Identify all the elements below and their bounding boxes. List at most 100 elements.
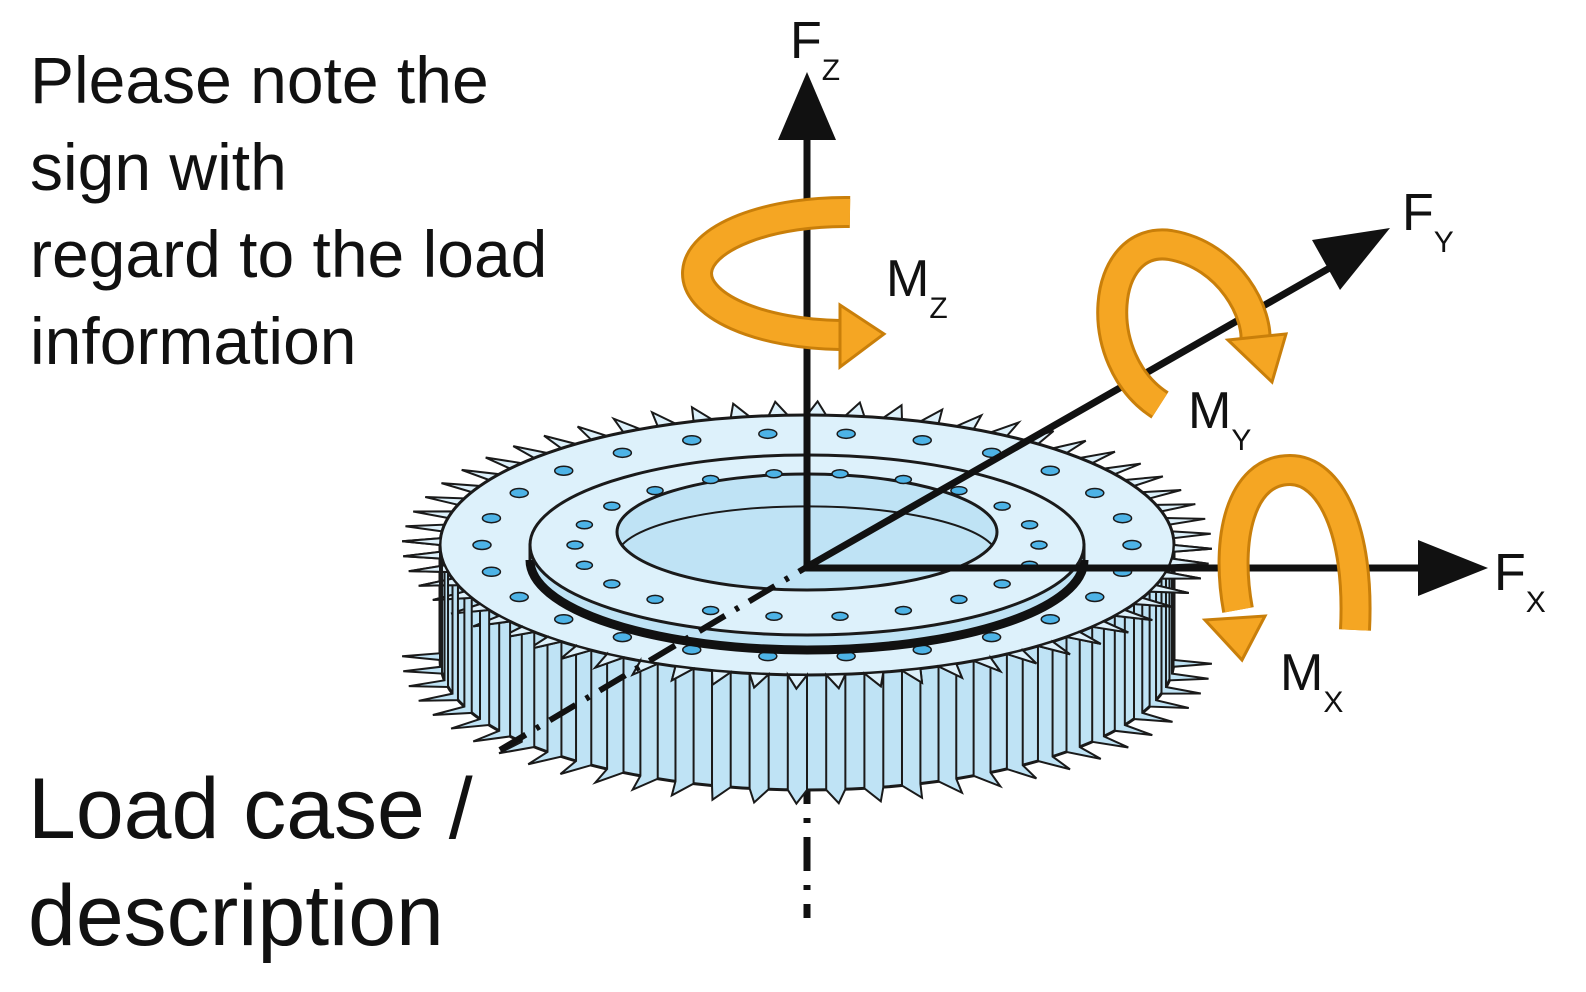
- gear-tooth: [1147, 583, 1190, 709]
- gear-tooth-top: [710, 669, 734, 687]
- load-case-line-1: Load case /: [28, 761, 473, 857]
- gear-tooth-top: [1159, 570, 1201, 580]
- bolt-hole: [566, 540, 584, 550]
- bolt-hole: [682, 435, 702, 446]
- gear-tooth-top: [970, 656, 1004, 674]
- gear-tooth: [898, 667, 924, 800]
- bolt-hole: [993, 579, 1011, 589]
- gear-tooth: [1172, 543, 1212, 668]
- load-case-line-2: description: [28, 868, 444, 964]
- inner-ring-bolt-holes: [566, 468, 1048, 622]
- bolt-hole: [1020, 519, 1039, 530]
- gear-tooth: [710, 669, 734, 802]
- gear-tooth-top: [403, 550, 444, 560]
- gear-tooth: [748, 672, 772, 805]
- gear-tooth-side: [786, 671, 808, 806]
- gear-tooth: [861, 671, 885, 804]
- gear-tooth-top: [1172, 543, 1212, 553]
- note-line-3: regard to the load: [30, 217, 547, 291]
- mz-label: MZ: [886, 250, 948, 325]
- gear-tooth: [527, 635, 566, 766]
- bolt-hole: [553, 614, 574, 625]
- fy-label: FY: [1402, 184, 1454, 259]
- gear-tooth: [1062, 630, 1102, 760]
- bolt-hole: [701, 474, 720, 485]
- bolt-hole: [509, 487, 529, 499]
- bolt-hole: [894, 474, 913, 485]
- fx-label: FX: [1494, 544, 1546, 619]
- bolt-hole: [481, 512, 502, 524]
- gear-tooth: [1164, 516, 1206, 526]
- gear-tooth-side: [748, 672, 770, 805]
- gear-tooth: [450, 602, 493, 730]
- gear-tooth-top: [1034, 640, 1071, 656]
- gear-tooth: [1131, 596, 1173, 723]
- mx-moment-arrow: [1201, 453, 1372, 663]
- mz-moment-arrow: [681, 195, 887, 370]
- bolt-hole: [1112, 512, 1133, 524]
- bolt-hole: [981, 631, 1002, 643]
- gear-tooth: [592, 651, 628, 785]
- gear-tooth: [413, 510, 455, 520]
- bolt-hole: [612, 447, 633, 459]
- gear-tooth: [767, 400, 791, 417]
- gear-tooth-top: [592, 652, 628, 670]
- gear-tooth-top: [408, 564, 450, 574]
- load-case-text: Load case / description: [28, 761, 477, 964]
- mx-label: MX: [1280, 644, 1343, 719]
- gear-tooth-top: [1003, 649, 1038, 665]
- bolt-hole: [575, 560, 594, 571]
- bolt-hole: [1085, 487, 1105, 499]
- gear-tooth-top: [748, 672, 772, 690]
- bolt-hole: [993, 501, 1011, 511]
- gear-tooth-top: [670, 665, 697, 683]
- gear-tooth: [823, 672, 847, 805]
- gear-tooth: [1159, 570, 1201, 695]
- gear-tooth: [1003, 647, 1038, 780]
- center-line-y-front: [498, 565, 807, 753]
- bolt-hole: [836, 428, 856, 440]
- bolt-hole: [612, 631, 633, 643]
- gear-tooth-side: [900, 668, 924, 800]
- gear-tooth-top: [935, 662, 964, 680]
- gear-tooth-top: [1088, 620, 1129, 634]
- note-line-4: information: [30, 304, 357, 378]
- gear-tooth: [1088, 619, 1129, 749]
- bolt-hole: [1040, 614, 1061, 625]
- my-moment-arrow: [1096, 228, 1289, 419]
- note-line-1: Please note the: [30, 43, 489, 117]
- bolt-hole: [603, 579, 621, 589]
- bolt-hole: [831, 468, 849, 479]
- bolt-hole: [575, 519, 594, 530]
- bolt-hole: [831, 611, 849, 622]
- gear-tooth: [1111, 608, 1153, 737]
- gear-tooth-top: [527, 635, 566, 651]
- gear-tooth: [402, 537, 442, 662]
- bolt-hole: [481, 566, 502, 578]
- gear-tooth-top: [1131, 596, 1173, 608]
- gear-tooth: [785, 671, 810, 806]
- note-text: Please note the sign with regard to the …: [30, 43, 552, 378]
- gear-tooth: [405, 523, 446, 533]
- fz-label: FZ: [790, 12, 840, 87]
- gear-teeth-front: [402, 537, 1212, 806]
- gear-tooth-top: [1170, 530, 1211, 540]
- gear-tooth: [1034, 639, 1071, 771]
- gear-tooth-side: [670, 666, 695, 798]
- fx-arrowhead: [1418, 540, 1488, 596]
- gear-tooth: [408, 564, 450, 689]
- bolt-hole: [765, 468, 783, 479]
- bolt-hole: [472, 539, 492, 551]
- bolt-hole: [1122, 539, 1142, 551]
- bolt-hole: [765, 611, 783, 622]
- bolt-hole: [646, 594, 664, 605]
- bolt-hole: [1040, 465, 1061, 476]
- inner-ring-shadow: [525, 559, 1089, 655]
- bolt-hole: [950, 485, 968, 496]
- gear-tooth-top: [898, 667, 924, 685]
- gear-tooth-top: [1111, 608, 1153, 622]
- gear-tooth-top: [1164, 516, 1206, 526]
- gear-tooth-side: [711, 670, 732, 802]
- fz-arrowhead: [778, 72, 836, 140]
